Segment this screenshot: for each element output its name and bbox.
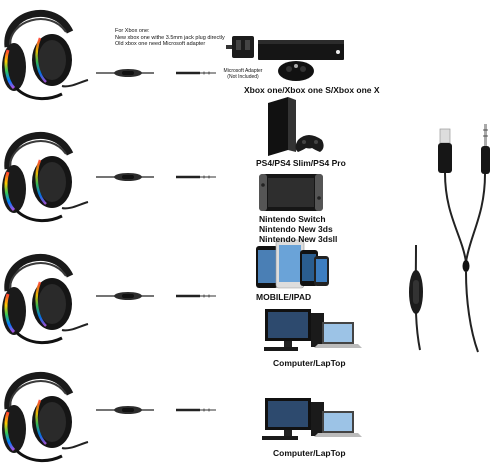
device-label-ps4: PS4/PS4 Slim/PS4 Pro <box>256 158 346 168</box>
headset-icon <box>2 135 88 220</box>
inline-control-icon <box>94 67 218 79</box>
adapter-label: Microsoft Adapter (Not Included) <box>214 68 272 80</box>
xbox-note: For Xbox one: New xbox one withe 3.5mm j… <box>115 28 240 48</box>
device-label-computer: Computer/LapTop <box>273 448 346 458</box>
device-label-nintendo-line3: Nintendo New 3dsll <box>259 234 338 244</box>
desktop-laptop-icon <box>262 398 362 440</box>
xbox-console-icon <box>258 40 344 81</box>
inline-control-icon <box>94 171 218 183</box>
desktop-laptop-icon <box>264 309 362 351</box>
device-label-nintendo: Nintendo Switch Nintendo New 3ds Nintend… <box>259 214 337 244</box>
device-label-computer: Computer/LapTop <box>273 358 346 368</box>
device-label-mobile: MOBILE/IPAD <box>256 292 312 302</box>
headset-icon <box>2 257 88 342</box>
xbox-note-title: For Xbox one: <box>115 28 150 34</box>
microsoft-adapter-icon <box>226 36 254 58</box>
headset-icon <box>2 13 88 98</box>
phone-tablet-icon <box>256 239 329 289</box>
switch-console-icon <box>259 174 323 211</box>
xbox-note-line2: Old xbox one need Microsoft adapter <box>115 41 206 47</box>
adapter-label-line2: (Not Included) <box>227 74 259 80</box>
inline-control-icon <box>94 404 218 416</box>
headset-icon <box>2 375 88 460</box>
device-label-nintendo-line1: Nintendo Switch <box>259 214 326 224</box>
xbox-note-line1: New xbox one withe 3.5mm jack plug direc… <box>115 34 225 41</box>
device-label-nintendo-line2: Nintendo New 3ds <box>259 224 333 234</box>
ps4-console-icon <box>268 97 324 156</box>
adapter-label-line1: Microsoft Adapter <box>223 68 263 74</box>
jack-plug-icon <box>481 124 490 174</box>
splitter-cable-icon <box>409 124 490 353</box>
inline-control-icon <box>94 290 218 302</box>
usb-plug-icon <box>438 128 452 173</box>
device-label-xbox: Xbox one/Xbox one S/Xbox one X <box>244 85 380 95</box>
